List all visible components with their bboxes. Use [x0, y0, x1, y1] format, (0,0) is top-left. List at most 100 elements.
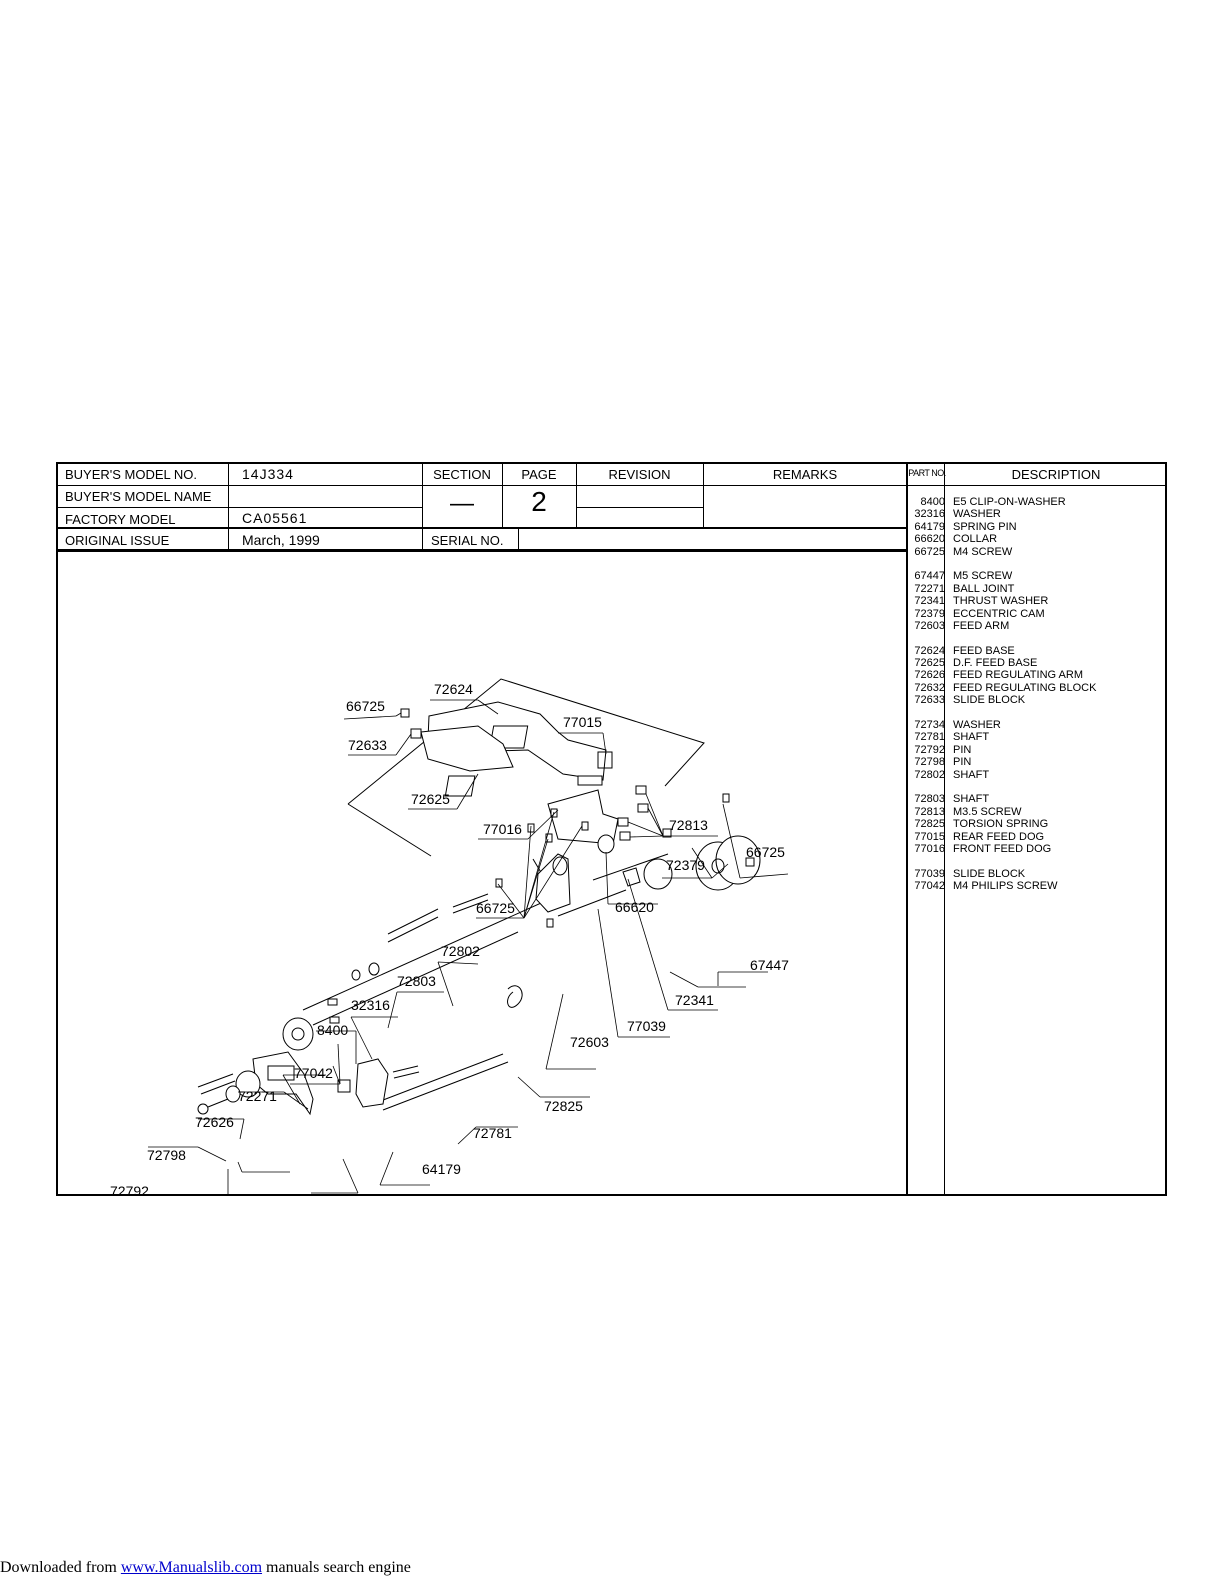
- part-number: 72813: [914, 805, 945, 818]
- part-row: 77016 FRONT FEED DOG: [909, 843, 1164, 855]
- part-description: REAR FEED DOG: [953, 830, 1045, 843]
- original-issue-label: ORIGINAL ISSUE: [65, 533, 170, 548]
- part-row: 72624 FEED BASE: [909, 645, 1164, 657]
- buyers-model-name-label: BUYER'S MODEL NAME: [65, 489, 212, 504]
- buyers-model-no-value: 14J334: [242, 466, 294, 482]
- part-description: SPRING PIN: [953, 520, 1017, 533]
- part-number: 72781: [914, 731, 945, 744]
- callout-77039-a: 77039: [627, 1018, 666, 1034]
- part-row: 64179 SPRING PIN: [909, 521, 1164, 533]
- part-row: 72603 FEED ARM: [909, 620, 1164, 632]
- part-description: PIN: [953, 743, 972, 756]
- part-description: FEED REGULATING ARM: [953, 669, 1083, 682]
- callout-72603: 72603: [570, 1034, 609, 1050]
- part-number: 72734: [914, 719, 945, 732]
- part-description: FEED ARM: [953, 619, 1010, 632]
- part-number: 32316: [914, 508, 945, 521]
- part-description: THRUST WASHER: [953, 595, 1049, 608]
- part-row: 67447 M5 SCREW: [909, 570, 1164, 582]
- section-value: —: [450, 490, 474, 517]
- callout-32316: 32316: [351, 997, 390, 1013]
- part-number: 72792: [914, 743, 945, 756]
- part-row: 72625 D.F. FEED BASE: [909, 657, 1164, 669]
- part-description: E5 CLIP-ON-WASHER: [953, 496, 1066, 508]
- description-label: DESCRIPTION: [1011, 467, 1101, 482]
- part-number: 67447: [914, 570, 945, 583]
- serial-no-label: SERIAL NO.: [431, 533, 504, 548]
- part-number: 72625: [914, 657, 945, 670]
- part-description: M3.5 SCREW: [953, 805, 1022, 818]
- part-number: 66620: [914, 533, 945, 546]
- part-number: 77015: [914, 830, 945, 843]
- part-number: 77016: [914, 842, 945, 855]
- part-number: 64179: [914, 520, 945, 533]
- part-row: 8400 E5 CLIP-ON-WASHER: [909, 496, 1164, 508]
- callout-72271: 72271: [238, 1088, 277, 1104]
- part-number: 77042: [914, 880, 945, 893]
- callout-72341-a: 72341: [675, 992, 714, 1008]
- part-description: FRONT FEED DOG: [953, 842, 1052, 855]
- part-description: SLIDE BLOCK: [953, 867, 1026, 880]
- callout-66725-a: 66725: [346, 698, 385, 714]
- exploded-parts-diagram: 66725 72624 77015 72633 72625 77016 7281…: [110, 678, 789, 1194]
- part-number: 72379: [914, 607, 945, 620]
- part-no-label: PART NO.: [908, 468, 946, 478]
- callout-72802: 72802: [441, 943, 480, 959]
- part-number: 72603: [914, 619, 945, 632]
- remarks-label: REMARKS: [772, 467, 838, 482]
- part-row: 66725 M4 SCREW: [909, 546, 1164, 558]
- part-number: 72271: [914, 582, 945, 595]
- part-row: 77015 REAR FEED DOG: [909, 831, 1164, 843]
- callout-72624: 72624: [434, 681, 473, 697]
- part-number: 66725: [914, 545, 945, 558]
- callout-72625: 72625: [411, 791, 450, 807]
- callout-72803: 72803: [397, 973, 436, 989]
- part-number: 8400: [920, 496, 945, 508]
- manualslib-link[interactable]: www.Manualslib.com: [120, 1559, 263, 1576]
- footer-suffix: manuals search engine: [266, 1559, 411, 1576]
- part-row: 72825 TORSION SPRING: [909, 818, 1164, 830]
- callout-72825: 72825: [544, 1098, 583, 1114]
- callout-77016: 77016: [483, 821, 522, 837]
- part-number: 72626: [914, 669, 945, 682]
- part-number: 72803: [914, 793, 945, 806]
- factory-model-label: FACTORY MODEL: [65, 512, 176, 527]
- part-description: PIN: [953, 756, 972, 769]
- part-number: 72802: [914, 768, 945, 781]
- part-number: 72798: [914, 756, 945, 769]
- part-description: D.F. FEED BASE: [953, 657, 1038, 670]
- part-description: TORSION SPRING: [953, 818, 1049, 831]
- part-description: SLIDE BLOCK: [953, 694, 1026, 707]
- part-row: 72626 FEED REGULATING ARM: [909, 669, 1164, 681]
- part-row: 72798 PIN: [909, 756, 1164, 768]
- callout-72792: 72792: [110, 1183, 149, 1194]
- callout-72626: 72626: [195, 1114, 234, 1130]
- part-description: FEED BASE: [953, 644, 1015, 657]
- buyers-model-no-label: BUYER'S MODEL NO.: [65, 467, 198, 482]
- page-label: PAGE: [521, 467, 557, 482]
- part-description: M5 SCREW: [953, 570, 1013, 583]
- part-row: 72792 PIN: [909, 744, 1164, 756]
- part-description: M4 SCREW: [953, 545, 1013, 558]
- callout-72379: 72379: [666, 857, 705, 873]
- footer: Downloaded from www.Manualslib.com manua…: [0, 1559, 411, 1577]
- factory-model-value: CA05561: [242, 510, 308, 526]
- part-number: 72624: [914, 644, 945, 657]
- part-number: 72825: [914, 818, 945, 831]
- callout-66620: 66620: [615, 899, 654, 915]
- callout-67447: 67447: [750, 957, 789, 973]
- part-number: 72632: [914, 681, 945, 694]
- page-value: 2: [531, 486, 547, 517]
- callout-66725-c: 66725: [476, 900, 515, 916]
- callout-72781: 72781: [473, 1125, 512, 1141]
